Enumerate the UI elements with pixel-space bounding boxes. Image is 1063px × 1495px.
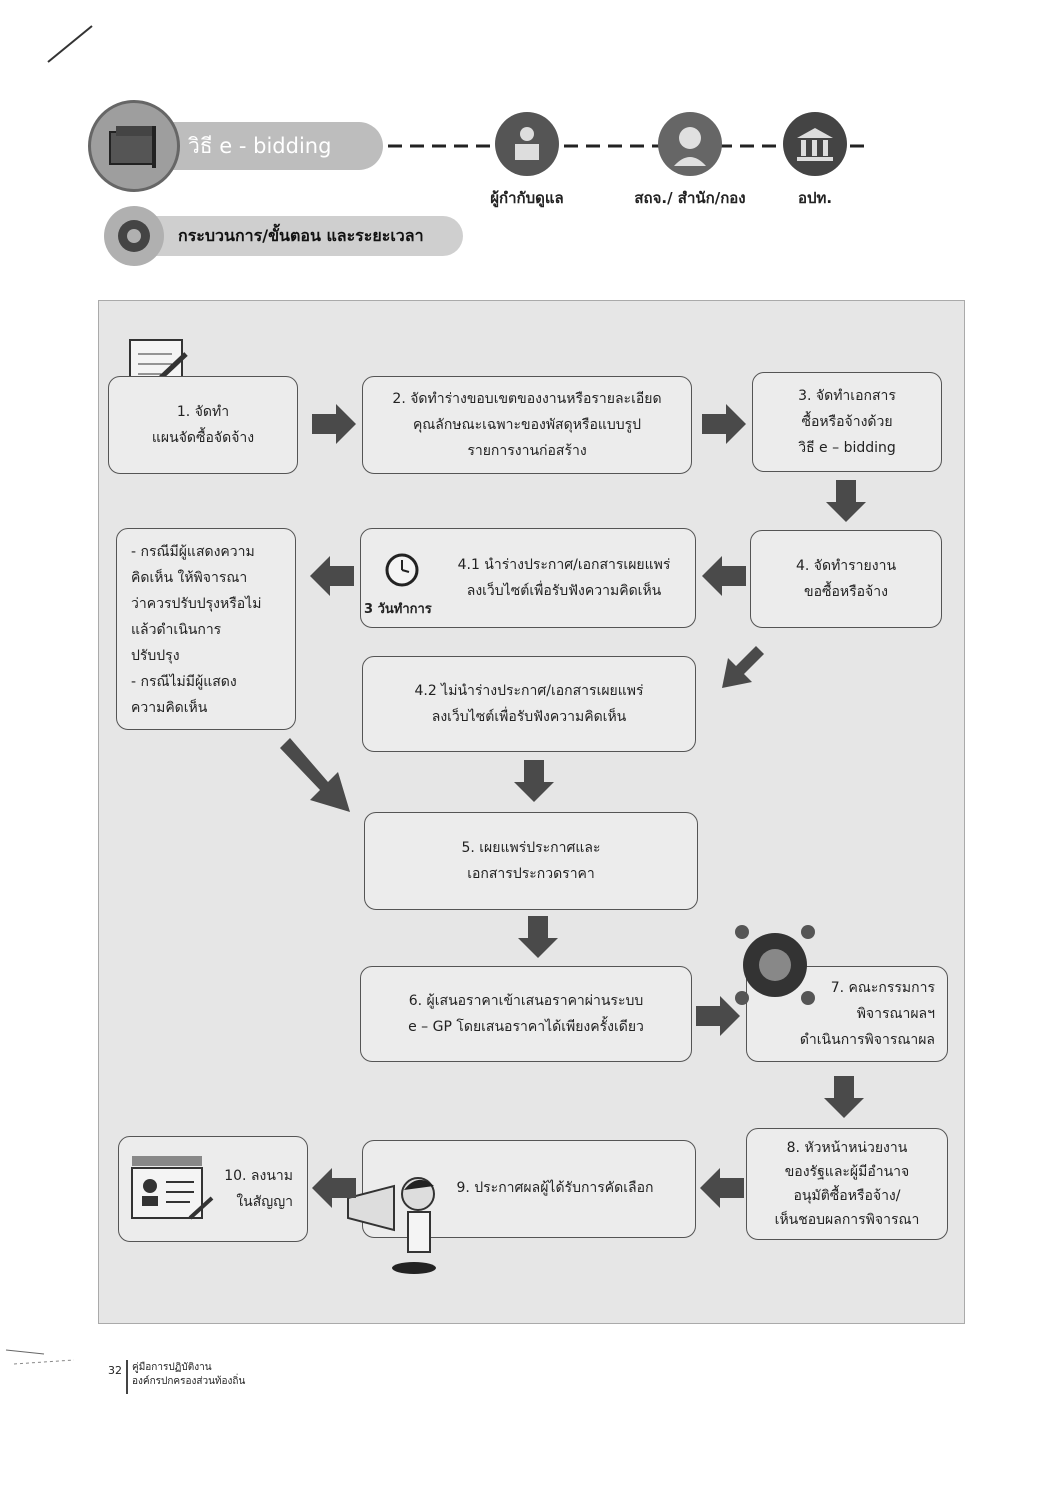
step-8-line: ของรัฐและผู้มีอำนาจ bbox=[784, 1164, 910, 1180]
document-stack-icon bbox=[88, 100, 180, 192]
page-number: 32 bbox=[108, 1364, 122, 1377]
note-line: คิดเห็น ให้พิจารณา bbox=[131, 570, 248, 586]
step-10-line: ในสัญญา bbox=[236, 1194, 293, 1210]
step-5-box: 5. เผยแพร่ประกาศและ เอกสารประกวดราคา bbox=[364, 812, 698, 910]
arrow-down-right bbox=[280, 738, 350, 812]
arrow-down-left bbox=[722, 646, 764, 688]
step-10-line: 10. ลงนาม bbox=[224, 1168, 293, 1184]
step-4-2-box: 4.2 ไม่นำร่างประกาศ/เอกสารเผยแพร่ ลงเว็บ… bbox=[362, 656, 696, 752]
step-4-line: ขอซื้อหรือจ้าง bbox=[804, 584, 888, 600]
note-line: - กรณีมีผู้แสดงความ bbox=[131, 544, 255, 560]
method-label: วิธี e - bidding bbox=[188, 133, 332, 158]
pen-mark bbox=[47, 25, 93, 63]
role-supervisor: ผู้กำกับดูแล bbox=[482, 112, 572, 210]
step-1-line: แผนจัดซื้อจัดจ้าง bbox=[151, 430, 255, 446]
step-4-2-line: 4.2 ไม่นำร่างประกาศ/เอกสารเผยแพร่ bbox=[414, 683, 644, 699]
committee-meeting-icon bbox=[732, 922, 818, 1008]
section-label: กระบวนการ/ขั้นตอน และระยะเวลา bbox=[178, 225, 424, 245]
note-line: ปรับปรุง bbox=[131, 648, 180, 664]
role-local-org: อปท. bbox=[770, 112, 860, 210]
step-4-1-line: 4.1 นำร่างประกาศ/เอกสารเผยแพร่ bbox=[457, 557, 671, 573]
role-label: อปท. bbox=[797, 189, 833, 207]
person-portrait-icon bbox=[658, 112, 722, 176]
step-4-box: 4. จัดทำรายงาน ขอซื้อหรือจ้าง bbox=[750, 530, 942, 628]
step-4-line: 4. จัดทำรายงาน bbox=[795, 558, 897, 574]
arrow-left bbox=[700, 1168, 744, 1208]
arrow-down bbox=[824, 1076, 864, 1118]
step-7-line: พิจารณาผลฯ bbox=[856, 1006, 935, 1022]
contract-document-icon bbox=[130, 1154, 214, 1224]
step-6-line: e – GP โดยเสนอราคาได้เพียงครั้งเดียว bbox=[408, 1019, 644, 1035]
gear-icon bbox=[100, 202, 168, 270]
note-line: ว่าควรปรับปรุงหรือไม่ bbox=[131, 596, 262, 612]
arrow-left bbox=[310, 556, 354, 596]
method-header: วิธี e - bidding bbox=[88, 100, 388, 192]
arrow-right bbox=[312, 404, 356, 444]
arrow-down bbox=[826, 480, 866, 522]
step-1-box: 1. จัดทำ แผนจัดซื้อจัดจ้าง bbox=[108, 376, 298, 474]
step-10-box: 10. ลงนาม ในสัญญา bbox=[118, 1136, 308, 1242]
step-8-box: 8. หัวหน้าหน่วยงาน ของรัฐและผู้มีอำนาจ อ… bbox=[746, 1128, 948, 1240]
step-2-line: คุณลักษณะเฉพาะของพัสดุหรือแบบรูป bbox=[412, 417, 642, 433]
note-line: แล้วดำเนินการ bbox=[131, 622, 222, 638]
step-3-line: 3. จัดทำเอกสาร bbox=[798, 388, 896, 404]
step-2-line: 2. จัดทำร่างขอบเขตของงานหรือรายละเอียด bbox=[392, 391, 662, 407]
arrow-down bbox=[518, 916, 558, 958]
role-office: สถจ./ สำนัก/กอง bbox=[625, 112, 755, 210]
step-3-box: 3. จัดทำเอกสาร ซื้อหรือจ้างด้วย วิธี e –… bbox=[752, 372, 942, 472]
note-line: - กรณีไม่มีผู้แสดง bbox=[131, 674, 237, 690]
megaphone-person-icon bbox=[344, 1168, 454, 1280]
step-4-1-duration: 3 วันทำการ bbox=[364, 602, 432, 617]
arrow-down bbox=[514, 760, 554, 802]
step-1-line: 1. จัดทำ bbox=[176, 404, 230, 420]
step-5-line: เอกสารประกวดราคา bbox=[467, 866, 595, 882]
footer: 32 คู่มือการปฏิบัติงาน องค์กรปกครองส่วนท… bbox=[4, 1330, 304, 1400]
building-columns-icon bbox=[783, 112, 847, 176]
step-8-line: เห็นชอบผลการพิจารณา bbox=[774, 1212, 920, 1228]
step-7-line: 7. คณะกรรมการ bbox=[830, 980, 935, 996]
step-8-line: อนุมัติซื้อหรือจ้าง/ bbox=[793, 1188, 901, 1204]
arrow-right bbox=[696, 996, 740, 1036]
note-box: - กรณีมีผู้แสดงความ คิดเห็น ให้พิจารณา ว… bbox=[116, 528, 296, 730]
clock-icon bbox=[384, 552, 420, 588]
arrow-right bbox=[702, 404, 746, 444]
section-header: กระบวนการ/ขั้นตอน และระยะเวลา bbox=[98, 200, 468, 270]
step-9-line: 9. ประกาศผลผู้ได้รับการคัดเลือก bbox=[456, 1180, 654, 1196]
step-2-line: รายการงานก่อสร้าง bbox=[467, 443, 587, 459]
step-2-box: 2. จัดทำร่างขอบเขตของงานหรือรายละเอียด ค… bbox=[362, 376, 692, 474]
step-6-box: 6. ผู้เสนอราคาเข้าเสนอราคาผ่านระบบ e – G… bbox=[360, 966, 692, 1062]
step-6-line: 6. ผู้เสนอราคาเข้าเสนอราคาผ่านระบบ bbox=[408, 993, 644, 1009]
podium-person-icon bbox=[495, 112, 559, 176]
step-8-line: 8. หัวหน้าหน่วยงาน bbox=[786, 1140, 908, 1156]
arrow-left bbox=[312, 1168, 356, 1208]
note-line: ความคิดเห็น bbox=[131, 700, 208, 716]
step-4-2-line: ลงเว็บไซต์เพื่อรับฟังความคิดเห็น bbox=[431, 709, 627, 725]
step-3-line: ซื้อหรือจ้างด้วย bbox=[801, 414, 893, 430]
step-4-1-line: ลงเว็บไซต์เพื่อรับฟังความคิดเห็น bbox=[466, 583, 662, 599]
arrow-left bbox=[702, 556, 746, 596]
step-3-line: วิธี e – bidding bbox=[798, 440, 896, 456]
step-5-line: 5. เผยแพร่ประกาศและ bbox=[461, 840, 601, 856]
footer-title: คู่มือการปฏิบัติงาน bbox=[132, 1362, 212, 1373]
footer-decoration bbox=[5, 1349, 75, 1365]
step-7-line: ดำเนินการพิจารณาผล bbox=[799, 1032, 935, 1048]
role-label: สถจ./ สำนัก/กอง bbox=[634, 189, 746, 207]
role-label: ผู้กำกับดูแล bbox=[490, 189, 564, 207]
footer-subtitle: องค์กรปกครองส่วนท้องถิ่น bbox=[132, 1376, 246, 1387]
